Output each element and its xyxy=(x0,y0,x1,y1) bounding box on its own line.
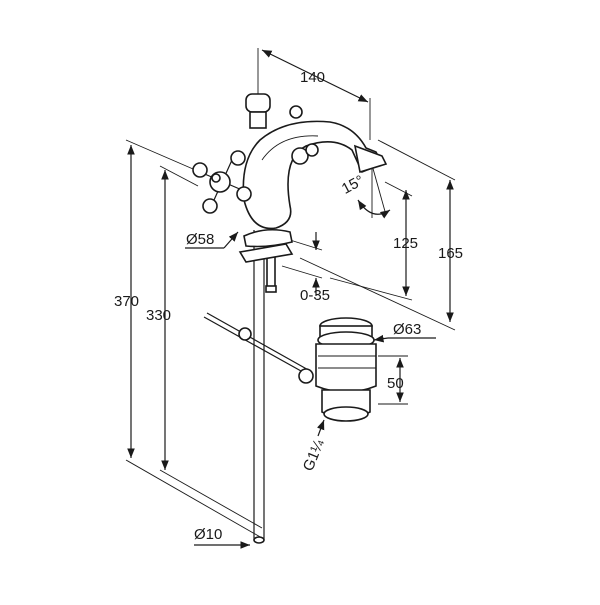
waste-diameter-label: Ø63 xyxy=(393,321,421,338)
supply-pipe xyxy=(253,230,277,544)
deck-thickness-label: 0-35 xyxy=(300,287,330,304)
popup-waste xyxy=(315,317,377,422)
dimension-spout-angle: 15° xyxy=(339,164,391,219)
dimension-deck-thickness: 0-35 xyxy=(281,232,330,304)
total-height-label: 370 xyxy=(114,293,139,310)
pipe-diameter-label: Ø10 xyxy=(194,526,222,543)
faucet-body xyxy=(242,93,388,230)
dimension-rod-height: 330 xyxy=(146,165,263,529)
dimension-waste-thread: G1¼ xyxy=(300,419,328,474)
dimension-spout-height: 165 xyxy=(299,139,463,331)
dimension-base-diameter: Ø58 xyxy=(185,231,239,249)
dimension-pipe-diameter: Ø10 xyxy=(194,526,250,549)
dimension-total-height: 370 xyxy=(114,139,263,539)
waste-depth-label: 50 xyxy=(387,375,404,392)
rod-height-label: 330 xyxy=(146,307,171,324)
base-diameter-label: Ø58 xyxy=(186,231,214,248)
base-fixing xyxy=(238,228,294,263)
spout-reach-label: 140 xyxy=(300,69,325,86)
spout-height-label: 165 xyxy=(438,245,463,262)
dimension-spout-reach: 140 xyxy=(257,48,371,140)
popup-rod xyxy=(203,312,314,384)
dimension-spout-clearance: 125 xyxy=(329,181,418,301)
cross-handle xyxy=(192,150,252,214)
waste-thread-label: G1¼ xyxy=(300,437,328,474)
dimension-waste-diameter: Ø63 xyxy=(373,321,436,343)
spout-angle-label: 15° xyxy=(339,172,367,198)
dimension-waste-depth: 50 xyxy=(378,355,408,405)
spout-clearance-label: 125 xyxy=(393,235,418,252)
